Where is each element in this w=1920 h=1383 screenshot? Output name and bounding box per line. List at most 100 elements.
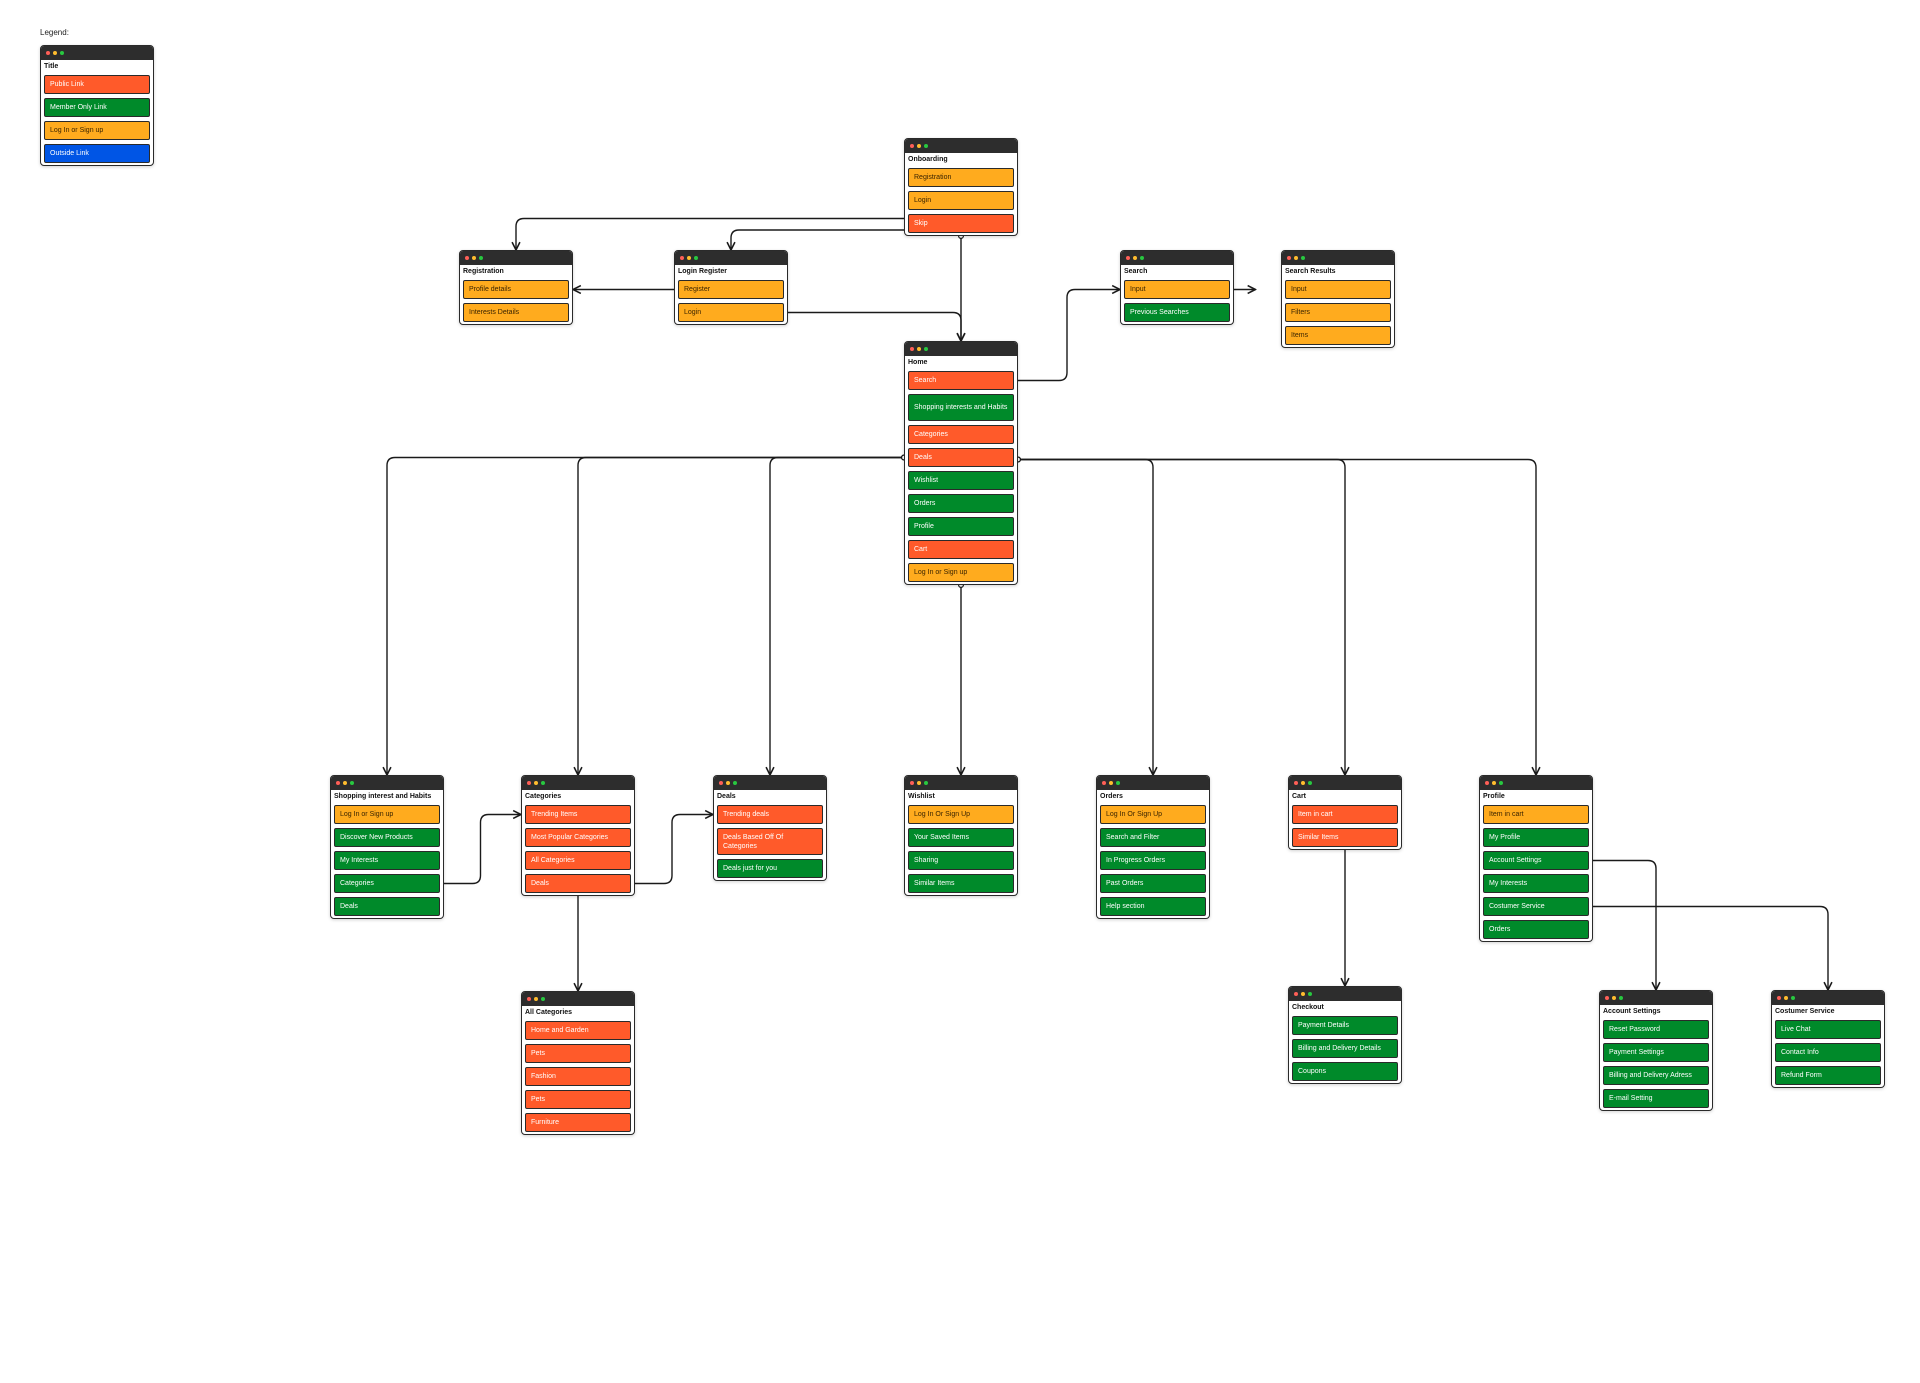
link-button-member[interactable]: Billing and Delivery Adress (1603, 1066, 1709, 1085)
link-button-public[interactable]: Pets (525, 1090, 631, 1109)
link-button-public[interactable]: Trending Items (525, 805, 631, 824)
link-button-member[interactable]: My Interests (1483, 874, 1589, 893)
window-titlebar (522, 992, 634, 1006)
close-dot-icon (1294, 992, 1298, 996)
link-button-public[interactable]: Furniture (525, 1113, 631, 1132)
connector-home-to-categories (578, 456, 904, 776)
window-title: Deals (717, 793, 736, 800)
link-button-member[interactable]: Categories (334, 874, 440, 893)
link-button-member[interactable]: Similar Items (908, 874, 1014, 893)
link-button-member[interactable]: Deals just for you (717, 859, 823, 878)
link-button-login[interactable]: Log In Or Sign Up (908, 805, 1014, 824)
link-button-member[interactable]: Refund Form (1775, 1066, 1881, 1085)
maximize-dot-icon (1116, 781, 1120, 785)
link-button-member[interactable]: Orders (1483, 920, 1589, 939)
link-button-public[interactable]: All Categories (525, 851, 631, 870)
link-button-public[interactable]: Skip (908, 214, 1014, 233)
link-button-member[interactable]: Payment Details (1292, 1016, 1398, 1035)
window-titlebar (1121, 251, 1233, 265)
minimize-dot-icon (687, 256, 691, 260)
window-title: Search Results (1285, 268, 1336, 275)
link-button-public[interactable]: Deals (525, 874, 631, 893)
link-button-member[interactable]: Orders (908, 494, 1014, 513)
link-button-public[interactable]: Similar Items (1292, 828, 1398, 847)
link-button-public[interactable]: Deals (908, 448, 1014, 467)
link-button-member[interactable]: Past Orders (1100, 874, 1206, 893)
link-button-public[interactable]: Fashion (525, 1067, 631, 1086)
link-button-login[interactable]: Log In or Sign up (44, 121, 150, 140)
link-button-public[interactable]: Deals Based Off Of Categories (717, 828, 823, 855)
link-button-login[interactable]: Register (678, 280, 784, 299)
link-button-member[interactable]: In Progress Orders (1100, 851, 1206, 870)
link-button-public[interactable]: Cart (908, 540, 1014, 559)
link-button-member[interactable]: My Interests (334, 851, 440, 870)
link-button-login[interactable]: Items (1285, 326, 1391, 345)
link-button-public[interactable]: Pets (525, 1044, 631, 1063)
window-title: Title (44, 63, 59, 70)
link-button-login[interactable]: Log In or Sign up (334, 805, 440, 824)
link-button-member[interactable]: Profile (908, 517, 1014, 536)
link-button-member[interactable]: Billing and Delivery Details (1292, 1039, 1398, 1058)
link-button-member[interactable]: Deals (334, 897, 440, 916)
link-button-login[interactable]: Item in cart (1483, 805, 1589, 824)
link-button-login[interactable]: Profile details (463, 280, 569, 299)
link-button-login[interactable]: Registration (908, 168, 1014, 187)
link-button-login[interactable]: Log In Or Sign Up (1100, 805, 1206, 824)
link-button-member[interactable]: Member Only Link (44, 98, 150, 117)
link-button-login[interactable]: Interests Details (463, 303, 569, 322)
link-button-member[interactable]: Reset Password (1603, 1020, 1709, 1039)
close-dot-icon (465, 256, 469, 260)
link-button-login[interactable]: Log In or Sign up (908, 563, 1014, 582)
link-button-member[interactable]: Coupons (1292, 1062, 1398, 1081)
link-button-member[interactable]: My Profile (1483, 828, 1589, 847)
link-button-member[interactable]: Your Saved Items (908, 828, 1014, 847)
link-button-member[interactable]: Shopping interests and Habits (908, 394, 1014, 421)
window-titlebar (675, 251, 787, 265)
window-titlebar (331, 776, 443, 790)
window-titlebar (41, 46, 153, 60)
link-button-member[interactable]: Account Settings (1483, 851, 1589, 870)
maximize-dot-icon (1619, 996, 1623, 1000)
link-button-member[interactable]: Discover New Products (334, 828, 440, 847)
link-button-public[interactable]: Public Link (44, 75, 150, 94)
link-button-member[interactable]: Search and Filter (1100, 828, 1206, 847)
link-button-member[interactable]: Payment Settings (1603, 1043, 1709, 1062)
link-button-member[interactable]: Previous Searches (1124, 303, 1230, 322)
link-button-public[interactable]: Item in cart (1292, 805, 1398, 824)
connector-profile-to-costumer-service (1589, 905, 1828, 991)
link-button-outside[interactable]: Outside Link (44, 144, 150, 163)
link-button-member[interactable]: E-mail Setting (1603, 1089, 1709, 1108)
window-links: Log In Or Sign Up Search and Filter In Pro… (1097, 805, 1209, 918)
link-button-public[interactable]: Categories (908, 425, 1014, 444)
link-button-public[interactable]: Trending deals (717, 805, 823, 824)
link-button-login[interactable]: Input (1124, 280, 1230, 299)
connector-home-to-profile (1018, 458, 1536, 776)
window-titlebar (905, 776, 1017, 790)
maximize-dot-icon (1791, 996, 1795, 1000)
link-button-public[interactable]: Most Popular Categories (525, 828, 631, 847)
link-button-login[interactable]: Login (678, 303, 784, 322)
minimize-dot-icon (1294, 256, 1298, 260)
link-button-login[interactable]: Filters (1285, 303, 1391, 322)
link-button-member[interactable]: Sharing (908, 851, 1014, 870)
link-button-login[interactable]: Input (1285, 280, 1391, 299)
link-button-member[interactable]: Wishlist (908, 471, 1014, 490)
connector-login-register-to-home (784, 311, 961, 342)
link-button-public[interactable]: Search (908, 371, 1014, 390)
link-button-member[interactable]: Live Chat (1775, 1020, 1881, 1039)
link-button-login[interactable]: Login (908, 191, 1014, 210)
link-button-member[interactable]: Costumer Service (1483, 897, 1589, 916)
link-button-member[interactable]: Contact Info (1775, 1043, 1881, 1062)
link-button-member[interactable]: Help section (1100, 897, 1206, 916)
link-button-public[interactable]: Home and Garden (525, 1021, 631, 1040)
minimize-dot-icon (534, 781, 538, 785)
